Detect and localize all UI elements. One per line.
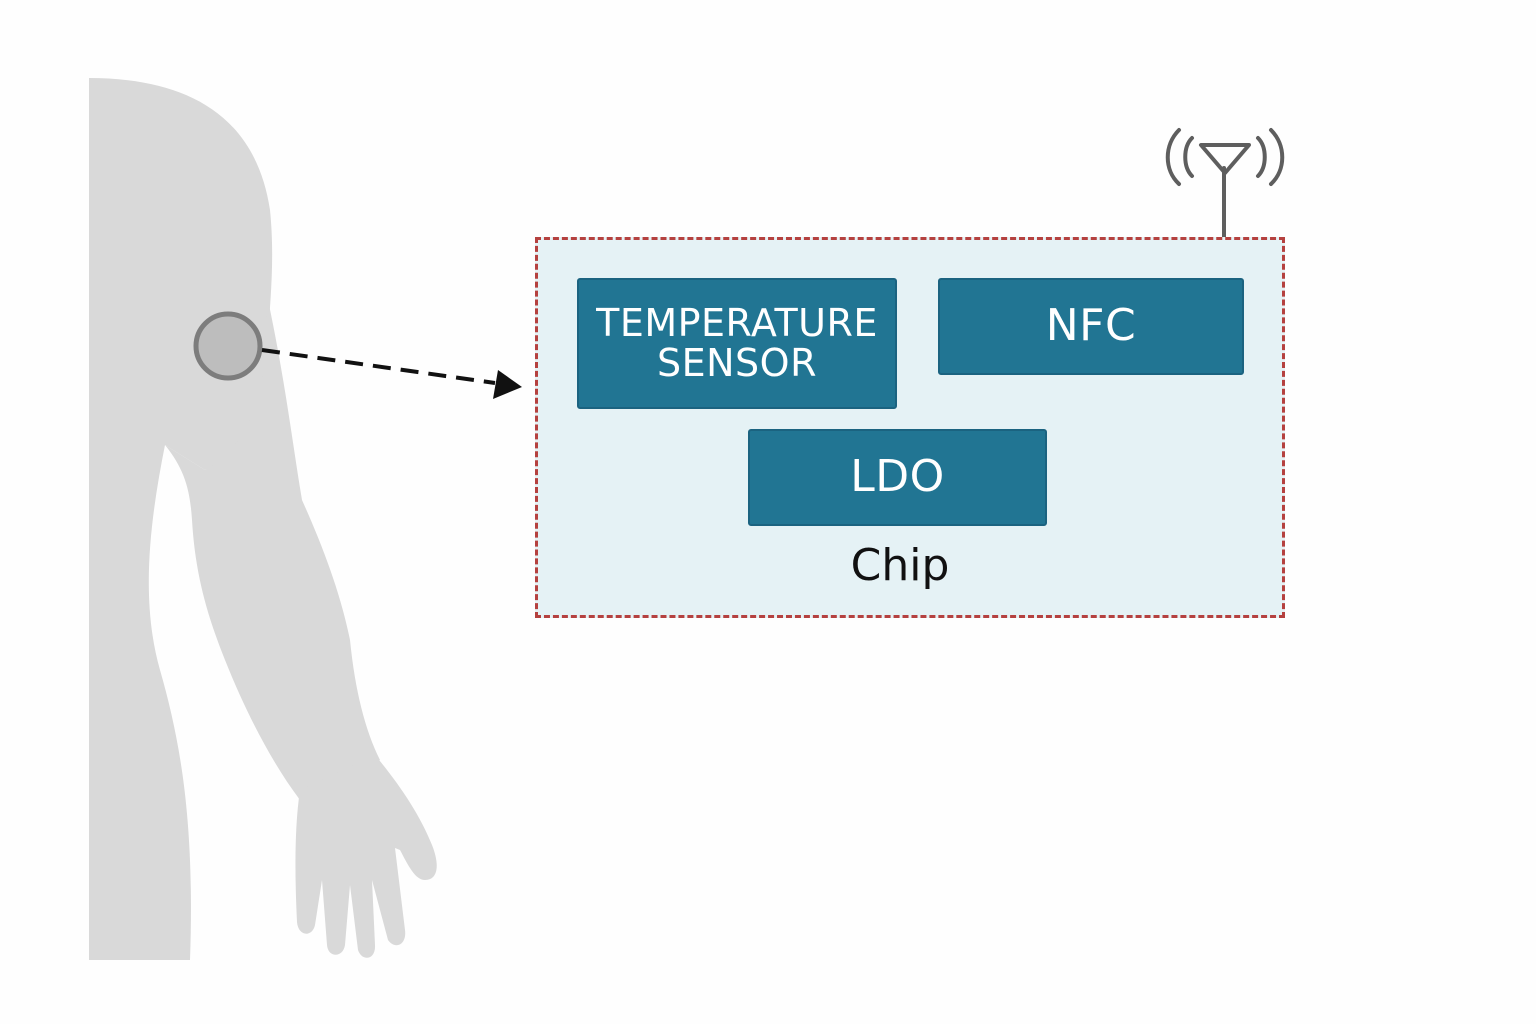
ldo-label: LDO [850, 451, 945, 503]
sensor-patch-icon [193, 311, 263, 381]
antenna-icon [1165, 128, 1285, 239]
chip-label: Chip [850, 540, 950, 591]
ldo-block: LDO [748, 429, 1047, 526]
arrow-icon [261, 348, 522, 399]
body-silhouette [89, 78, 437, 960]
nfc-block: NFC [938, 278, 1244, 375]
temperature-sensor-block: TEMPERATURE SENSOR [577, 278, 897, 409]
temperature-sensor-label-line2: SENSOR [657, 340, 817, 385]
nfc-label: NFC [1045, 300, 1137, 352]
temperature-sensor-label-line1: TEMPERATURE [596, 300, 878, 345]
